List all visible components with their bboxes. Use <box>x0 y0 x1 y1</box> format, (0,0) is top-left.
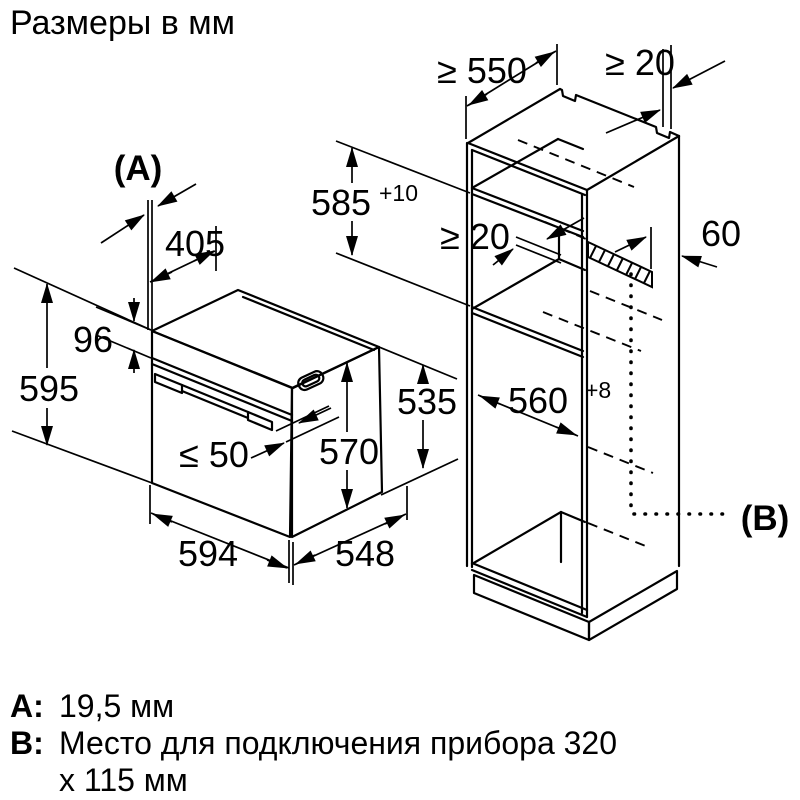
dim-535: 535 <box>397 381 457 422</box>
cabinet-hidden-edges <box>517 139 663 548</box>
legend: A: 19,5 мм B: Место для подключения приб… <box>10 688 790 799</box>
cabinet-top-front-edge <box>466 141 589 192</box>
dim-570: 570 <box>319 431 379 472</box>
cabinet-plinth-side <box>587 569 679 642</box>
oven-top-rear-inner-edge <box>241 295 376 352</box>
dim-595: 595 <box>19 368 79 409</box>
dim-niche-width: 560 <box>508 380 568 421</box>
cabinet-top-right-edge <box>585 134 681 192</box>
cabinet-top-front-inner <box>470 148 587 197</box>
cabinet-plinth-front <box>472 573 591 642</box>
legend-key-b: B: <box>10 725 44 761</box>
oven-panel-line-1 <box>150 356 294 417</box>
dim-vent-offset: 60 <box>701 213 741 254</box>
oven-drawing <box>150 288 384 539</box>
cabinet-dimensions <box>335 44 726 437</box>
legend-key-a: A: <box>10 688 44 724</box>
oven-side-face <box>290 345 384 539</box>
cabinet-top-left-edge <box>466 87 562 145</box>
dim-handle: ≤ 50 <box>179 434 249 475</box>
oven-panel-line-2 <box>150 362 294 423</box>
dim-405: 405 <box>165 223 225 264</box>
page-title: Размеры в мм <box>10 4 236 42</box>
dim-96: 96 <box>73 319 113 360</box>
cabinet-top-rear-edge <box>558 87 681 140</box>
oven-handle <box>153 372 274 432</box>
vent-hatch-strip <box>587 240 653 289</box>
legend-value-a: 19,5 мм <box>59 688 175 724</box>
oven-dimensions <box>11 183 459 585</box>
legend-value-b: Место для подключения прибора 320 x 115 … <box>59 725 618 798</box>
legend-value-b-line2: x 115 мм <box>59 762 188 798</box>
installation-diagram: (A) 405 96 595 ≤ 50 570 535 594 548 <box>11 42 790 642</box>
dim-rear-gap: ≥ 20 <box>440 216 510 257</box>
dim-548: 548 <box>335 533 395 574</box>
legend-row-a: A: 19,5 мм <box>10 688 790 725</box>
cabinet-drawing <box>465 87 681 642</box>
connection-area-reference <box>629 272 728 516</box>
dim-niche-height: 585 <box>311 182 371 223</box>
oven-front-face <box>150 329 294 539</box>
dim-niche-height-tol: +10 <box>379 180 418 206</box>
label-b: (B) <box>741 499 790 538</box>
dim-niche-width-tol: +8 <box>585 377 611 403</box>
legend-row-b: B: Место для подключения прибора 320 x 1… <box>10 725 790 799</box>
oven-grip-hole <box>297 370 325 392</box>
dim-depth-min: ≥ 550 <box>437 50 527 91</box>
dim-594: 594 <box>178 533 238 574</box>
dim-wall-gap: ≥ 20 <box>605 42 675 83</box>
label-a: (A) <box>114 149 163 188</box>
